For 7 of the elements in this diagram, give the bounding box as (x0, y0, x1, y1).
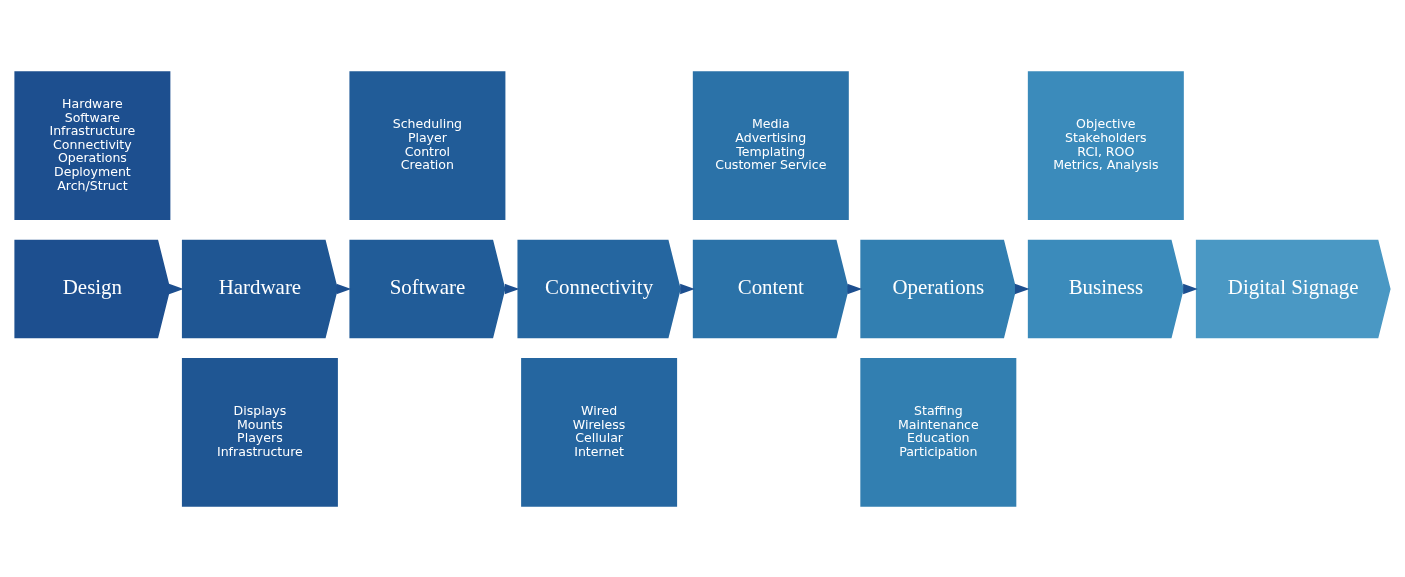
node-box: Hardware Software Infrastructure Connectivity Operations Deployment Arch/Struct (12, 68, 173, 222)
node-box: Staffing Maintenance Education Participation (858, 355, 1019, 509)
node-box: Scheduling Player Control Creation (347, 68, 508, 222)
node-box: Wired Wireless Cellular Internet (519, 355, 680, 509)
node-box: Objective Stakeholders RCI, ROO Metrics, Analysis (1025, 68, 1186, 222)
node-box: Displays Mounts Players Infrastructure (179, 355, 340, 509)
node-box: Media Advertising Templating Customer Service (690, 68, 851, 222)
